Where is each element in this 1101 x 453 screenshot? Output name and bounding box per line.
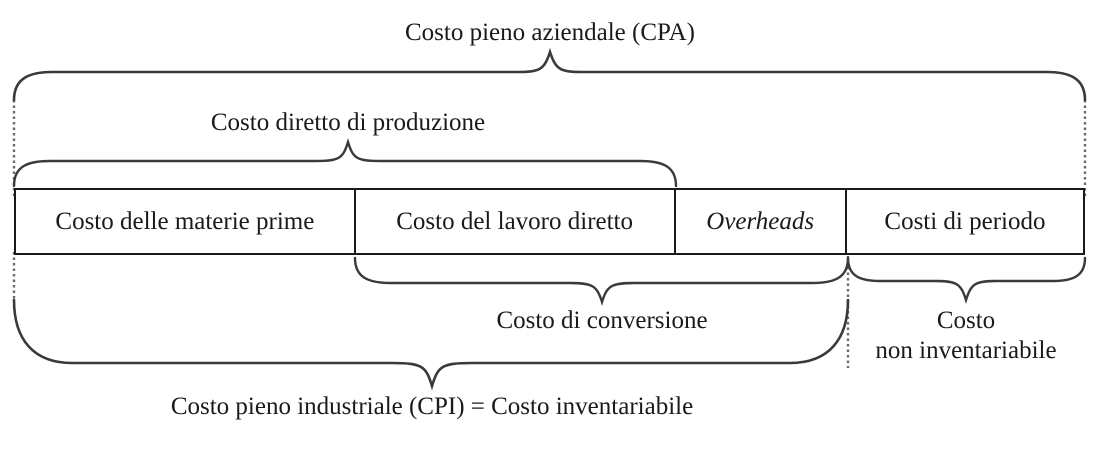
brace-costo-conversione — [353, 256, 850, 307]
label-costo-non-inventariabile: Costo non inventariabile — [846, 306, 1086, 365]
cost-cell-lavoro-diretto[interactable]: Costo del lavoro diretto — [356, 190, 676, 253]
cost-cell-costi-periodo[interactable]: Costi di periodo — [884, 207, 1046, 235]
label-costo-pieno-aziendale: Costo pieno aziendale (CPA) — [404, 19, 695, 46]
cost-cell-overheads[interactable]: Overheads — [676, 190, 847, 253]
label-costo-pieno-industriale: Costo pieno industriale (CPI) = Costo in… — [170, 393, 694, 420]
brace-cpi — [12, 298, 850, 391]
brace-costo-non-inventariabile — [846, 256, 1087, 305]
label-noninv-line1: Costo — [936, 307, 996, 334]
cost-cell-materie-prime[interactable]: Costo delle materie prime — [16, 190, 356, 253]
label-costo-conversione: Costo di conversione — [496, 307, 708, 334]
label-noninv-line2: non inventariabile — [875, 336, 1057, 364]
label-costo-diretto-produzione: Costo diretto di produzione — [210, 109, 486, 136]
brace-costo-diretto — [12, 137, 678, 188]
cost-components-row: Costo delle materie prime Costo del lavo… — [14, 188, 1085, 255]
brace-cpa — [12, 47, 1087, 102]
